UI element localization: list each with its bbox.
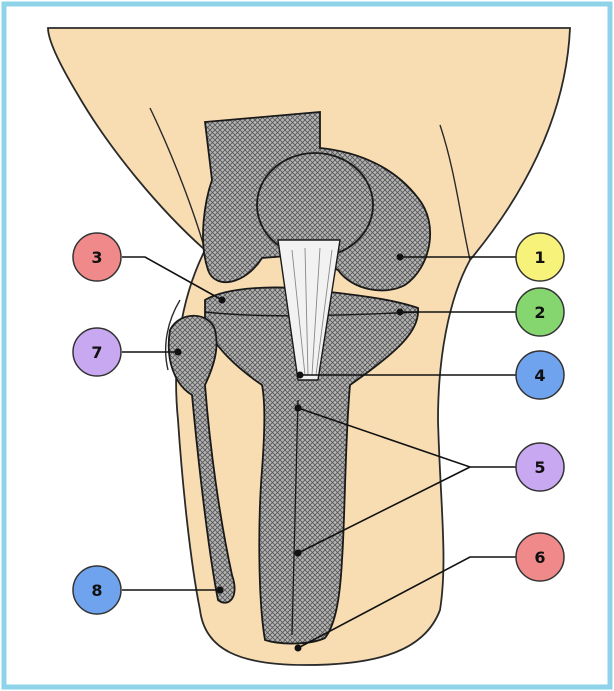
label-6: 6 bbox=[516, 533, 564, 581]
label-3-text: 3 bbox=[91, 248, 102, 267]
label-7-text: 7 bbox=[91, 343, 102, 362]
label-1: 1 bbox=[516, 233, 564, 281]
label-4: 4 bbox=[516, 351, 564, 399]
label-1-text: 1 bbox=[534, 248, 545, 267]
label-5-text: 5 bbox=[534, 458, 545, 477]
label-5: 5 bbox=[516, 443, 564, 491]
label-6-text: 6 bbox=[534, 548, 545, 567]
label-4-text: 4 bbox=[534, 366, 545, 385]
label-2: 2 bbox=[516, 288, 564, 336]
label-3: 3 bbox=[73, 233, 121, 281]
label-8: 8 bbox=[73, 566, 121, 614]
label-8-text: 8 bbox=[91, 581, 102, 600]
label-2-text: 2 bbox=[534, 303, 545, 322]
label-7: 7 bbox=[73, 328, 121, 376]
